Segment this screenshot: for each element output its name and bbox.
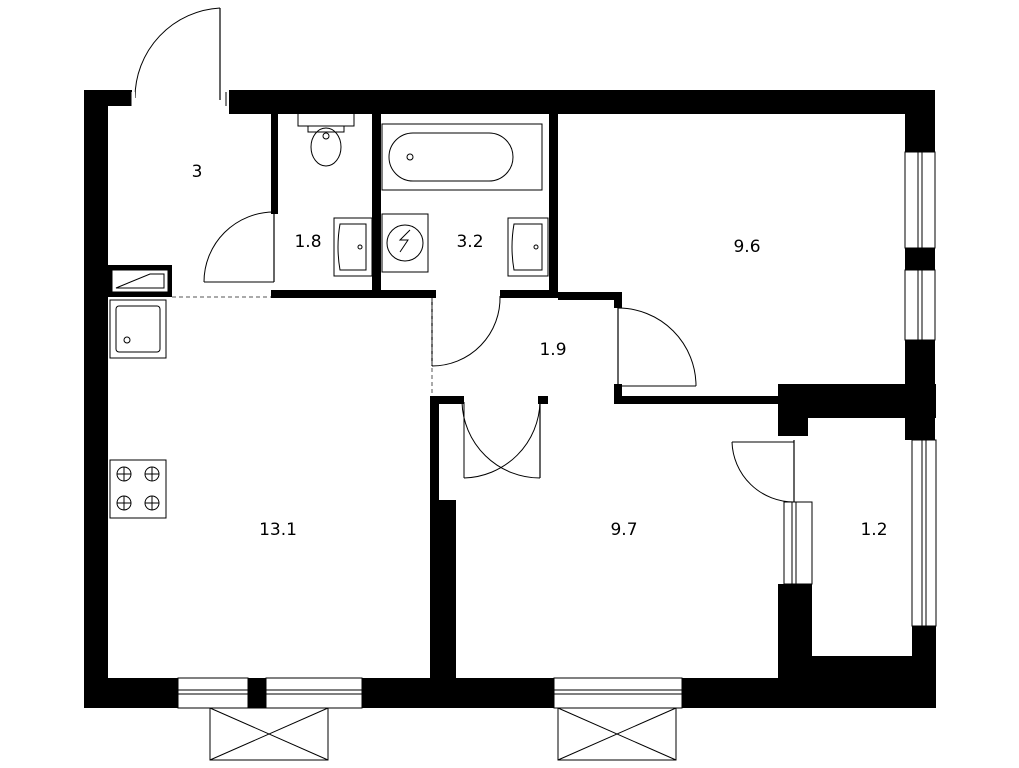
washbasin-icon: [333, 217, 373, 277]
radiator-icon: [209, 707, 677, 761]
room-area-kitchen-living: 13.1: [259, 520, 297, 540]
kitchen-sink-icon: [109, 299, 167, 359]
room-area-living-room: 9.7: [610, 520, 637, 540]
window-icon: [177, 151, 937, 709]
outer-walls: [84, 90, 936, 708]
washbasin-icon: [507, 217, 549, 277]
vent-shaft: [111, 269, 169, 293]
room-area-wc: 1.8: [294, 232, 321, 252]
room-area-corridor: 1.9: [539, 340, 566, 360]
vent-shaft: [115, 273, 165, 289]
room-area-balcony: 1.2: [860, 520, 887, 540]
bathtub-icon: [381, 123, 543, 191]
toilet-icon: [297, 111, 355, 167]
inner-walls: [108, 106, 786, 678]
washing-machine-icon: [381, 213, 429, 273]
door-icon: [130, 7, 795, 503]
room-area-bedroom: 9.6: [733, 237, 760, 257]
stove-icon: [109, 459, 167, 519]
room-area-entry-hall: 3: [192, 162, 203, 182]
room-area-bathroom: 3.2: [456, 232, 483, 252]
